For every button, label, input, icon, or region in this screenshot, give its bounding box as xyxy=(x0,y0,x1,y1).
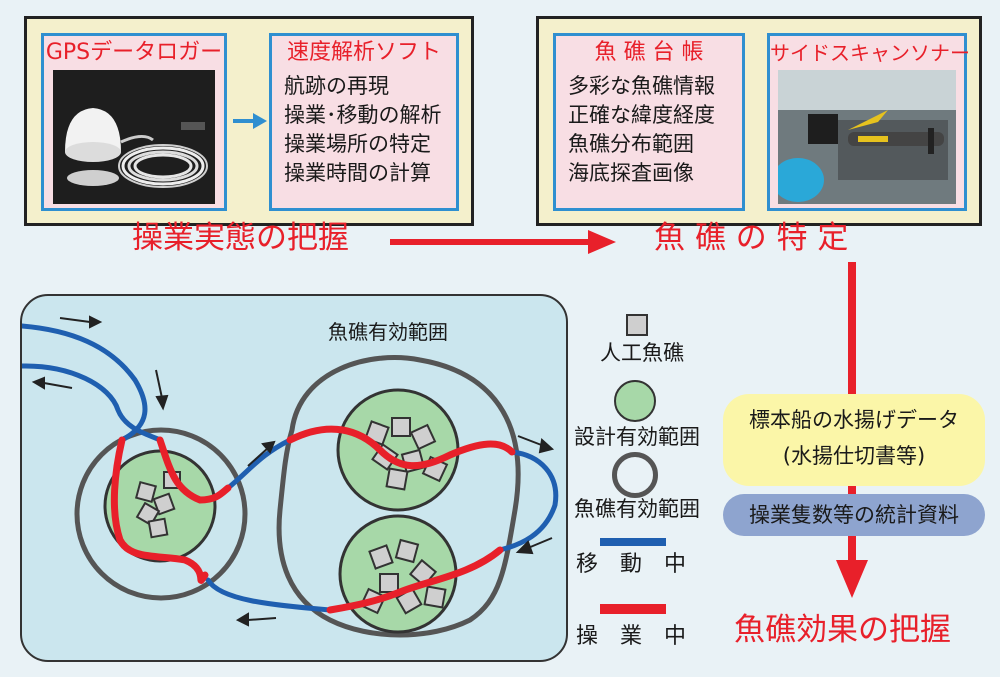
ledger-line: 魚礁分布範囲 xyxy=(568,132,694,156)
software-line: 航跡の再現 xyxy=(284,74,389,98)
ledger-line: 海底探査画像 xyxy=(568,161,694,185)
right-arrow-icon xyxy=(233,111,267,135)
reef-range-ring-left xyxy=(74,427,248,601)
gps-logger-photo xyxy=(53,70,215,204)
artificial-reef-legend-icon xyxy=(626,314,648,336)
operation-grasp-label: 操業実態の把握 xyxy=(132,220,349,256)
ledger-title: 魚 礁 台 帳 xyxy=(594,40,704,65)
software-title: 速度解析ソフト xyxy=(286,40,441,65)
reef-range-legend-label: 魚礁有効範囲 xyxy=(574,497,700,521)
artificial-reef-legend-label: 人工魚礁 xyxy=(600,341,684,365)
sonar-title: サイドスキャンソナー xyxy=(770,41,970,65)
design-range-legend-label: 設計有効範囲 xyxy=(574,425,700,449)
landing-data-line2: (水揚仕切書等) xyxy=(782,444,926,468)
operation-analysis-panel: GPSデータロガー 速度解析ソフト 航跡の再現 操業･移動の解析 操業場所の特定… xyxy=(24,16,474,226)
operating-legend-line xyxy=(600,604,666,614)
side-scan-sonar-box: サイドスキャンソナー xyxy=(767,33,970,211)
moving-legend-label: 移 動 中 xyxy=(576,552,687,577)
gps-logger-box: GPSデータロガー xyxy=(41,33,227,211)
software-line: 操業･移動の解析 xyxy=(284,103,442,127)
operating-legend-label: 操 業 中 xyxy=(576,624,687,649)
reef-identify-label: 魚 礁 の 特 定 xyxy=(654,220,849,256)
statistics-label: 操業隻数等の統計資料 xyxy=(749,503,959,527)
design-range-top xyxy=(336,388,460,512)
ledger-line: 正確な緯度経度 xyxy=(568,103,715,127)
reef-range-ring-right xyxy=(276,355,521,638)
design-range-legend-icon xyxy=(614,380,656,422)
statistics-pill: 操業隻数等の統計資料 xyxy=(723,494,985,536)
fishing-map: 魚礁有効範囲 xyxy=(20,294,568,662)
software-line: 操業場所の特定 xyxy=(284,132,431,156)
reef-identification-panel: 魚 礁 台 帳 多彩な魚礁情報 正確な緯度経度 魚礁分布範囲 海底探査画像 サイ… xyxy=(536,16,982,226)
landing-data-line1: 標本船の水揚げデータ xyxy=(749,408,959,432)
reef-range-legend-icon xyxy=(612,452,658,498)
ledger-line: 多彩な魚礁情報 xyxy=(568,74,715,98)
flow-arrow-right-icon xyxy=(390,228,620,262)
landing-data-pill: 標本船の水揚げデータ (水揚仕切書等) xyxy=(723,394,985,486)
moving-legend-line xyxy=(600,538,666,546)
software-line: 操業時間の計算 xyxy=(284,161,431,185)
reef-ledger-box: 魚 礁 台 帳 多彩な魚礁情報 正確な緯度経度 魚礁分布範囲 海底探査画像 xyxy=(553,33,745,211)
reef-effective-range-label: 魚礁有効範囲 xyxy=(328,320,448,344)
gps-logger-title: GPSデータロガー xyxy=(45,40,223,65)
speed-analysis-software-box: 速度解析ソフト 航跡の再現 操業･移動の解析 操業場所の特定 操業時間の計算 xyxy=(269,33,459,211)
reef-effect-label: 魚礁効果の把握 xyxy=(734,612,951,648)
sonar-photo xyxy=(778,70,956,204)
